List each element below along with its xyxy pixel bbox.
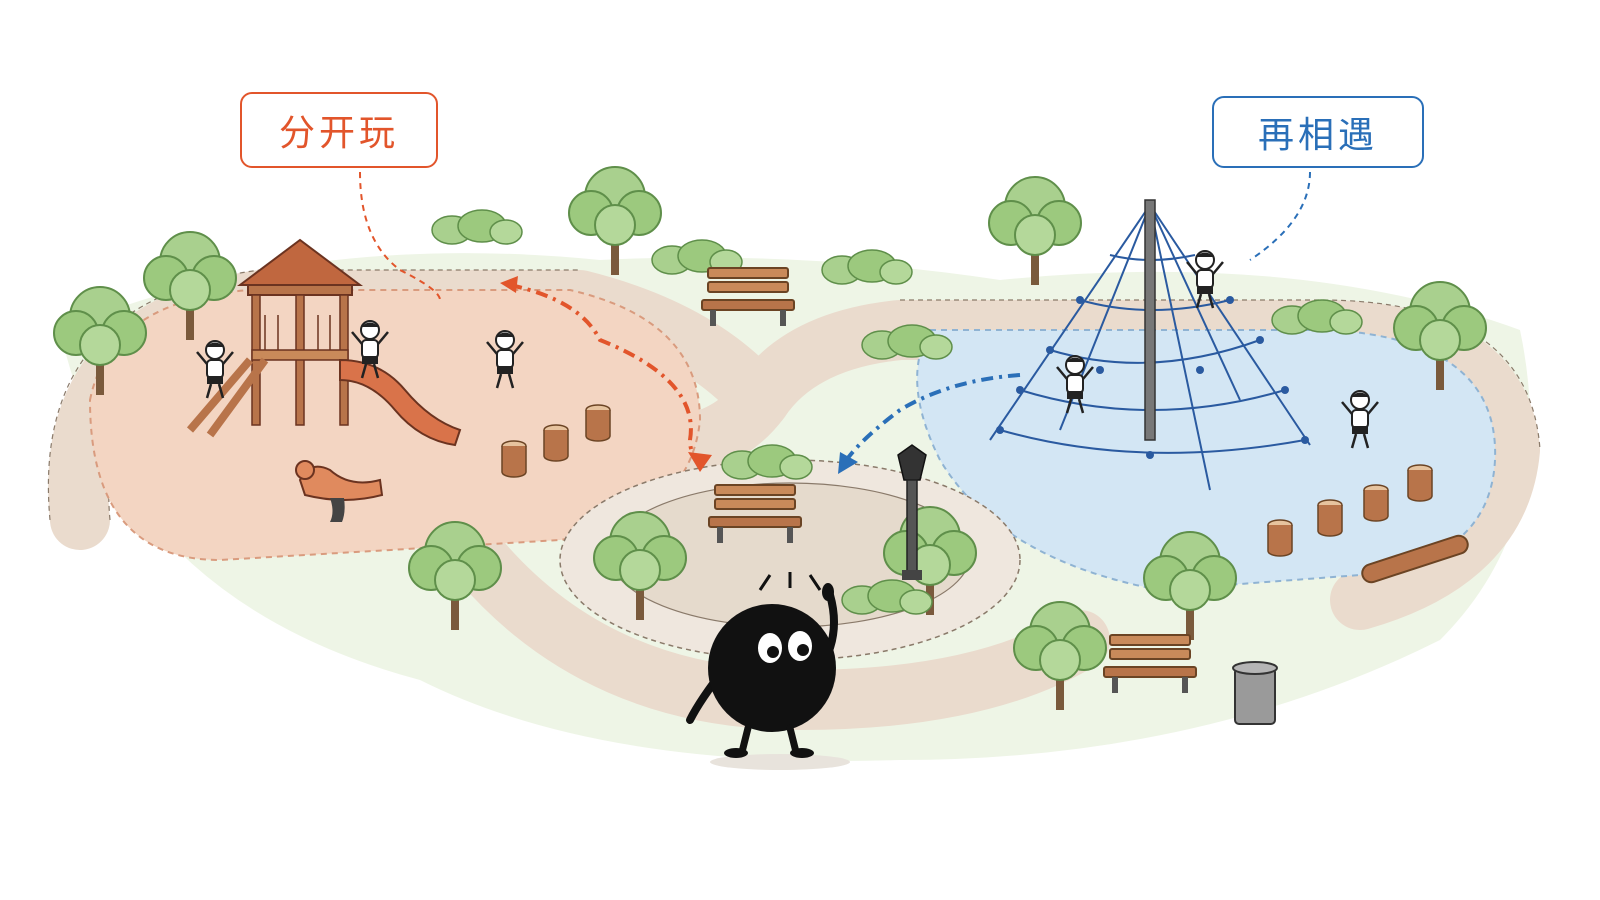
label-meet-again: 再相遇 [1212,96,1424,168]
net-pole [1144,199,1156,441]
net-knots [996,296,1309,459]
right-arrow-head [838,452,858,474]
climbing-net-icon [989,204,1311,491]
lamp-post-icon [897,444,927,580]
playhouse-slide-icon [186,238,462,447]
right-label-connector [1249,171,1311,261]
black-ball-character-icon [686,572,850,770]
left-return-arrow [509,283,702,464]
left-arrow-tail-head [500,276,518,293]
label-play-separately-text: 分开玩 [278,113,399,154]
left-arrow-head [688,452,712,472]
right-return-arrow [843,373,1021,464]
trash-bin-icon [1232,661,1278,725]
log-icon [1361,534,1469,584]
label-meet-again-text: 再相遇 [1257,115,1378,156]
rocking-duck-icon [295,460,384,522]
label-play-separately: 分开玩 [240,92,438,168]
